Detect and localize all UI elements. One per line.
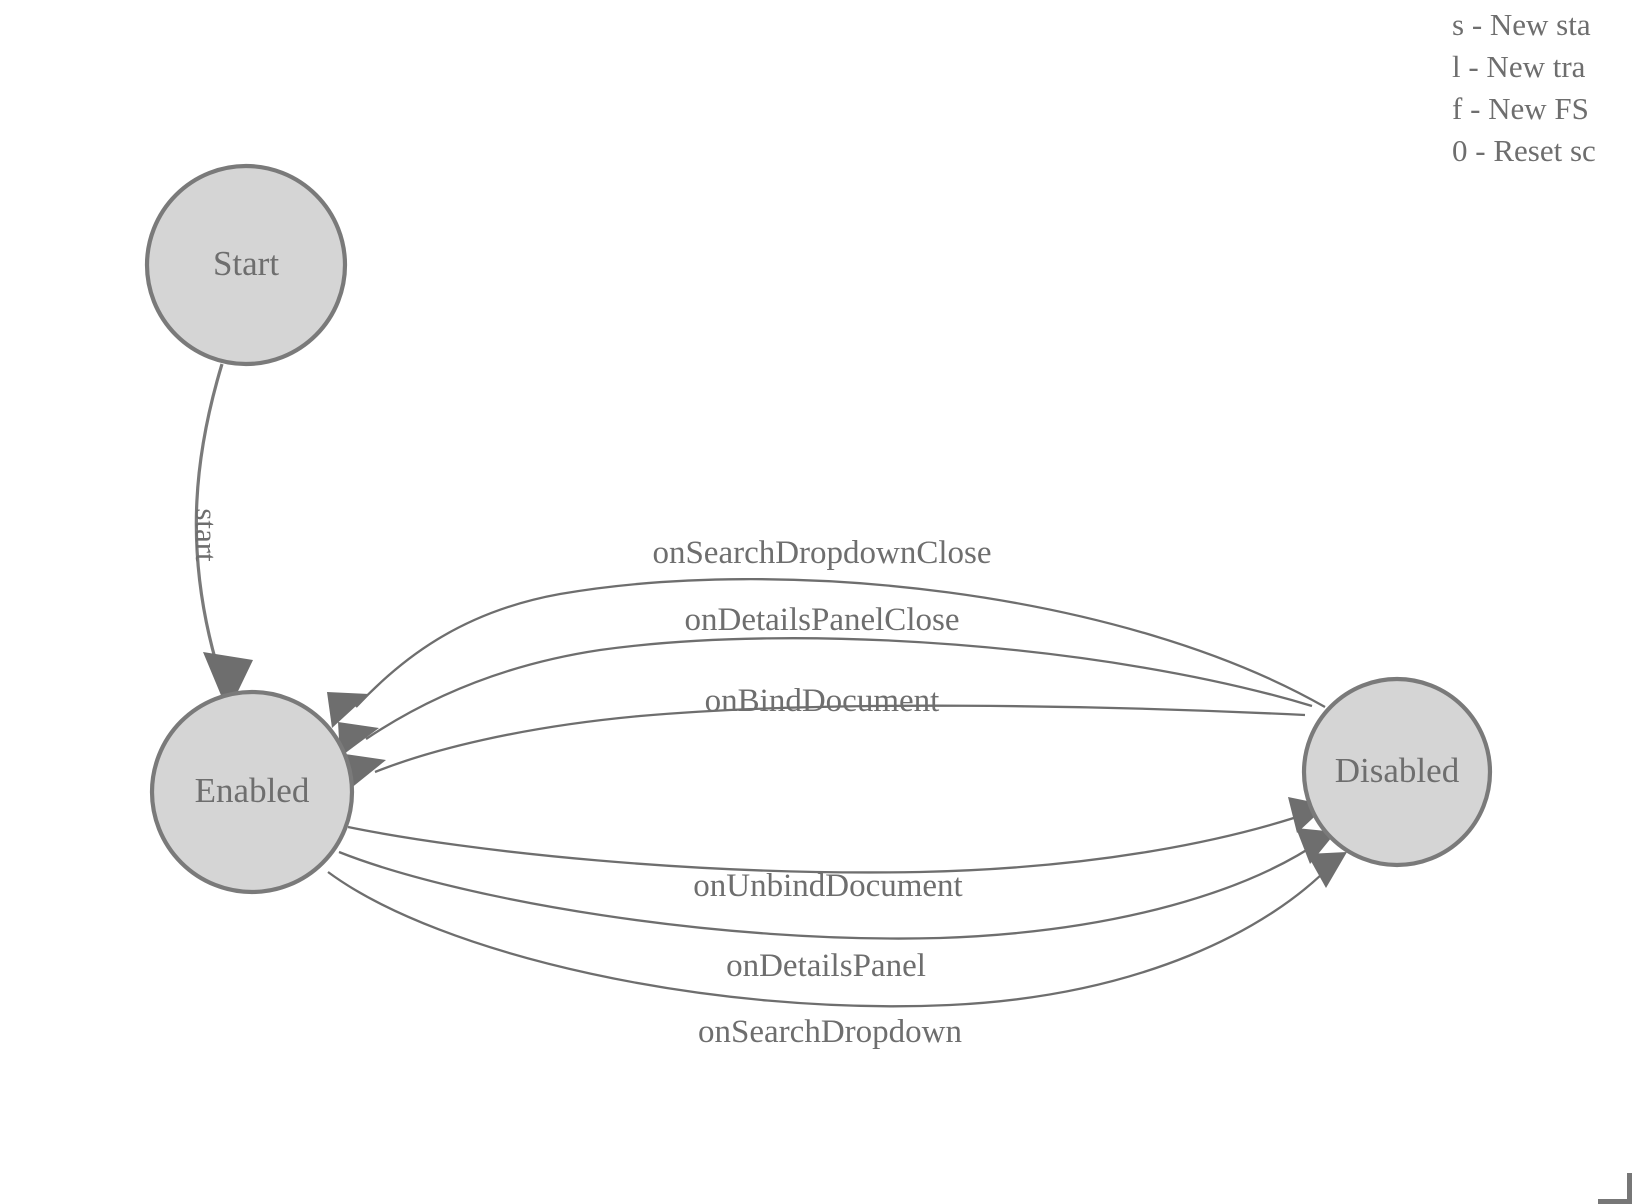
node-disabled[interactable]: Disabled [1301,676,1493,868]
node-enabled-circle[interactable] [149,689,355,895]
node-start-circle[interactable] [144,163,348,367]
node-start-label: Start [213,244,279,283]
node-enabled[interactable]: Enabled [149,689,355,895]
edge-label-on-unbind-document: onUnbindDocument [693,868,962,904]
edge-label-start: start [189,508,224,562]
edge-label-on-search-dropdown: onSearchDropdown [698,1014,962,1050]
edge-on-search-dropdown-arrowhead [1307,852,1347,888]
edge-label-on-details-panel: onDetailsPanel [726,948,926,984]
edge-on-details-panel-close-arrowhead [338,722,379,757]
edge-start-arrowhead [203,652,253,712]
edge-on-search-dropdown-path [327,861,1335,1008]
node-start[interactable]: Start [144,163,348,367]
edge-on-details-panel-close[interactable] [338,637,1313,757]
node-enabled-label: Enabled [195,771,310,810]
edge-on-bind-document-arrowhead [345,754,386,789]
edge-start[interactable] [194,363,253,712]
edge-label-on-search-dropdown-close: onSearchDropdownClose [652,535,991,571]
edge-on-details-panel-arrowhead [1296,828,1336,864]
edge-on-bind-document[interactable] [345,704,1306,789]
edge-on-details-panel-close-path [365,637,1313,740]
edge-on-bind-document-path [374,704,1306,774]
edge-on-search-dropdown[interactable] [327,852,1347,1008]
edge-on-search-dropdown-close[interactable] [327,578,1326,728]
edge-on-search-dropdown-close-path [355,578,1326,708]
edge-label-on-details-panel-close: onDetailsPanelClose [685,602,960,638]
edge-start-path [194,363,224,663]
edge-on-search-dropdown-close-arrowhead [327,692,369,728]
resize-corner-mark[interactable] [1598,1173,1632,1204]
edge-on-unbind-document[interactable] [347,797,1327,874]
node-disabled-circle[interactable] [1301,676,1493,868]
edge-on-details-panel[interactable] [338,828,1336,940]
edge-label-on-bind-document: onBindDocument [705,683,940,719]
node-disabled-label: Disabled [1335,751,1460,790]
edge-on-unbind-document-path [347,810,1313,874]
corner-mark-horizontal-bar [1598,1199,1632,1204]
corner-mark-vertical-bar [1627,1173,1632,1204]
edge-on-details-panel-path [338,839,1323,940]
